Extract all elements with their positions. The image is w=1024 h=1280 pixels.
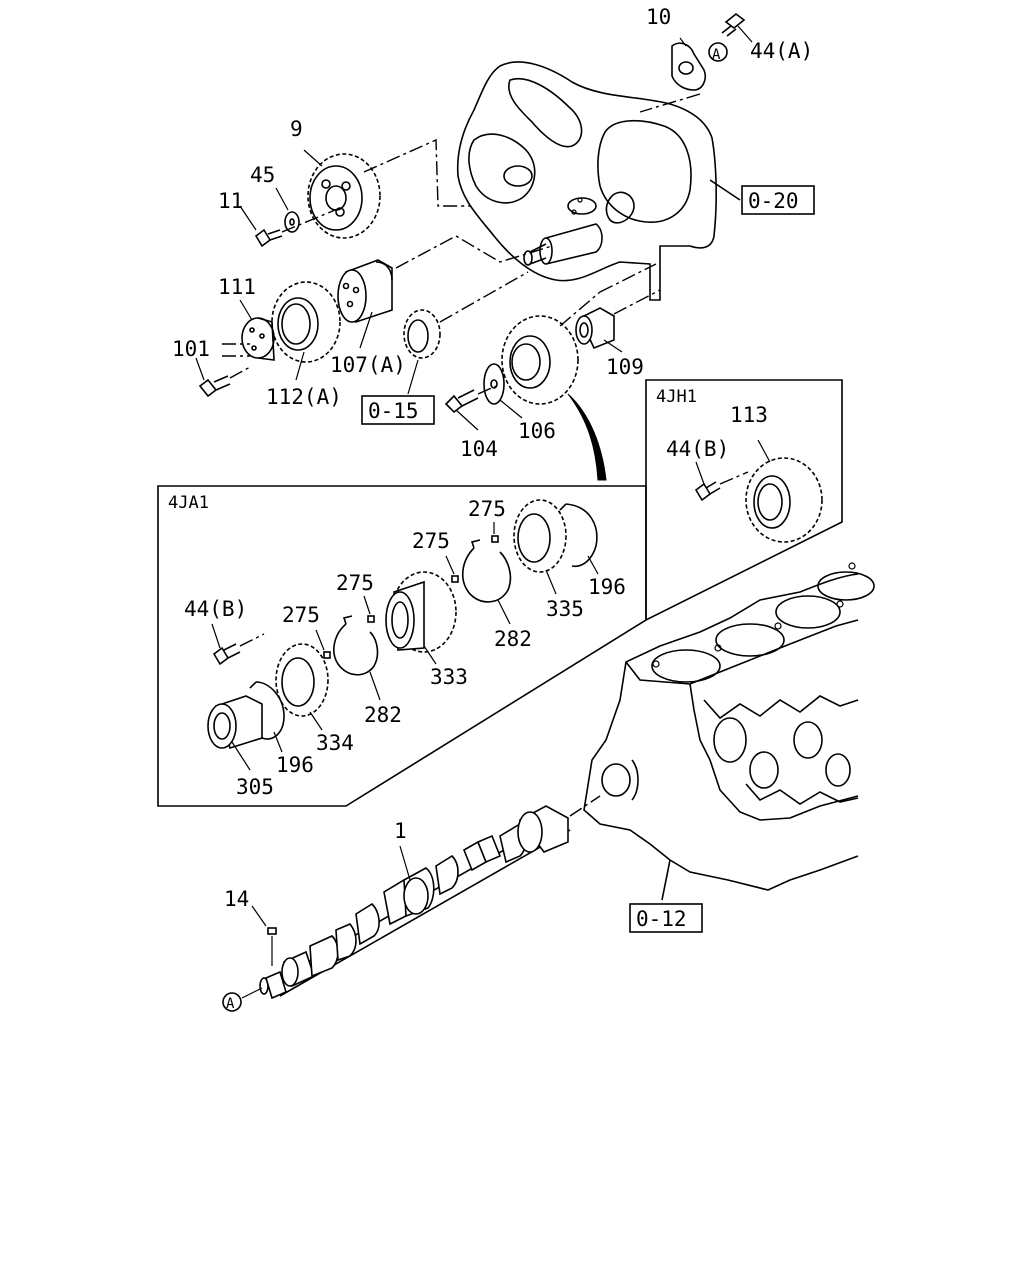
snap-ring-196-upper (559, 503, 599, 575)
label-111: 111 (218, 275, 256, 299)
label-107a: 107(A) (330, 353, 406, 377)
camshaft-1 (259, 795, 601, 1000)
snap-ring-282-upper (462, 539, 512, 625)
hub-305 (207, 695, 263, 771)
label-333: 333 (430, 665, 468, 689)
label-0-15: 0-15 (368, 399, 419, 423)
label-44a: 44(A) (750, 39, 813, 63)
label-275-d: 275 (282, 603, 320, 627)
key-14 (251, 905, 277, 966)
label-44b-4jh1: 44(B) (666, 437, 729, 461)
label-0-20: 0-20 (748, 189, 799, 213)
key-275-a (491, 522, 499, 543)
label-10: 10 (646, 5, 671, 29)
label-101: 101 (172, 337, 210, 361)
reference-circle-a-bottom (222, 987, 263, 1012)
sleeve-107a (337, 235, 553, 349)
camshaft-gear-113 (745, 439, 823, 543)
label-104: 104 (460, 437, 498, 461)
label-44b-4ja1: 44(B) (184, 597, 247, 621)
label-113: 113 (730, 403, 768, 427)
label-1: 1 (394, 819, 407, 843)
washer-45 (275, 187, 300, 233)
key-275-d (315, 629, 331, 659)
label-196-upper: 196 (588, 575, 626, 599)
gear-334 (275, 643, 329, 731)
bushing-109 (575, 289, 661, 353)
label-275-c: 275 (336, 571, 374, 595)
label-4ja1: 4JA1 (168, 493, 209, 513)
gear-112a (271, 281, 341, 381)
label-106: 106 (518, 419, 556, 443)
label-335: 335 (546, 597, 584, 621)
label-196-lower: 196 (276, 753, 314, 777)
bolt-44b-4ja1 (211, 623, 265, 666)
label-14: 14 (224, 887, 249, 911)
label-282-lower: 282 (364, 703, 402, 727)
label-45: 45 (250, 163, 275, 187)
gear-335 (513, 499, 567, 595)
label-11: 11 (218, 189, 243, 213)
reference-box-0-20 (741, 185, 815, 215)
bolt-44b-4jh1 (694, 461, 749, 502)
label-334: 334 (316, 731, 354, 755)
key-275-c (363, 595, 375, 623)
cylinder-block (583, 562, 875, 901)
timing-gear-case (456, 61, 741, 301)
variant-arrow (567, 393, 607, 481)
bolt-44a (721, 12, 753, 43)
label-0-12: 0-12 (636, 907, 687, 931)
label-305: 305 (236, 775, 274, 799)
label-112a: 112(A) (266, 385, 342, 409)
bolt-101 (195, 357, 253, 398)
label-9: 9 (290, 117, 303, 141)
flange-plate-111 (222, 299, 275, 361)
idle-gear-9 (303, 138, 470, 239)
label-ref-a-bottom: A (226, 996, 235, 1012)
bolt-104 (444, 385, 497, 431)
label-275-b: 275 (412, 529, 450, 553)
label-4jh1: 4JH1 (656, 387, 697, 407)
label-282-upper: 282 (494, 627, 532, 651)
washer-106 (483, 363, 523, 419)
reference-box-0-15 (361, 395, 435, 425)
gear-333 (385, 571, 457, 665)
reference-circle-a-top (708, 42, 728, 62)
bolt-11 (239, 205, 341, 248)
snap-ring-196-lower (249, 681, 285, 753)
label-109: 109 (606, 355, 644, 379)
camshaft-gear-main (501, 263, 657, 405)
variant-box-4ja1 (157, 485, 647, 807)
key-275-b (445, 555, 459, 583)
injection-pump-gear (403, 271, 529, 395)
label-ref-a-top: A (712, 47, 721, 63)
label-275-a: 275 (468, 497, 506, 521)
cover-plate-10 (639, 37, 707, 113)
snap-ring-282-lower (333, 615, 381, 701)
reference-box-0-12 (629, 903, 703, 933)
